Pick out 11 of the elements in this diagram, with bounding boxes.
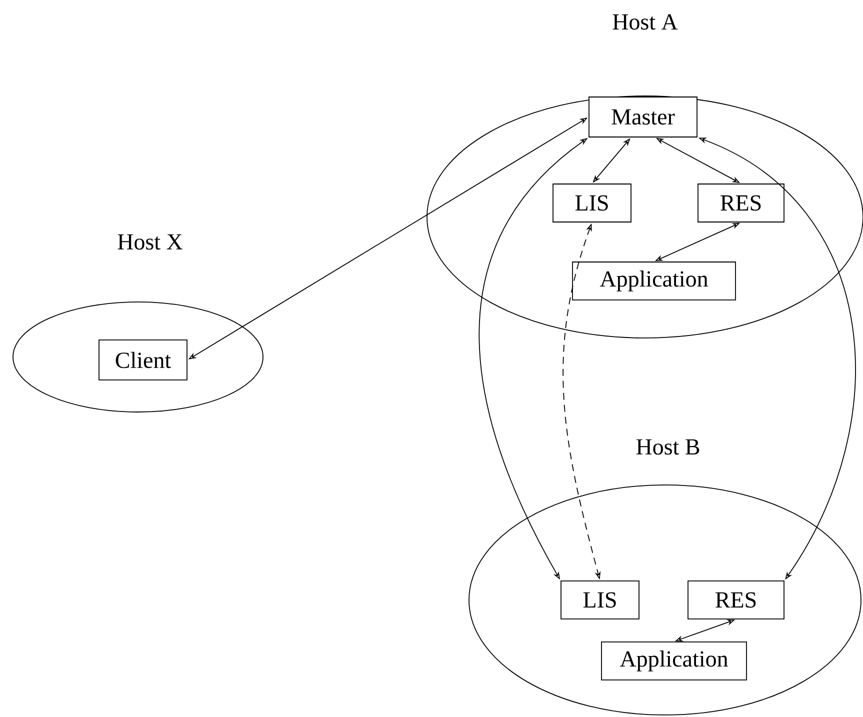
process-box: Master xyxy=(588,96,698,138)
process-box: RES xyxy=(688,580,784,620)
node-label: Host X xyxy=(118,234,182,250)
process-box: Application xyxy=(572,262,736,300)
process-box: Application xyxy=(601,642,747,680)
process-box: LIS xyxy=(560,580,640,620)
node-label: Host A xyxy=(612,14,678,30)
node-label: Host B xyxy=(636,439,700,455)
process-box: LIS xyxy=(552,184,632,222)
process-box: Client xyxy=(98,340,188,380)
process-box: RES xyxy=(698,184,784,222)
